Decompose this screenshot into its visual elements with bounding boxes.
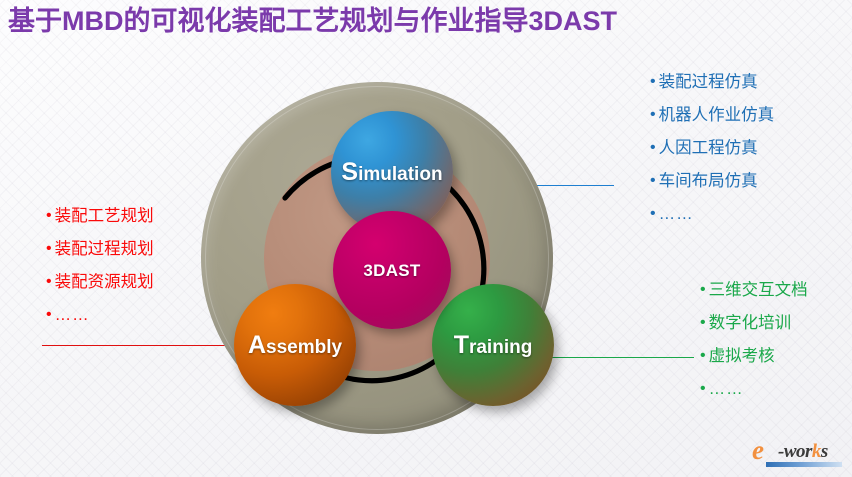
list-item-label: 车间布局仿真 (658, 172, 758, 190)
node-rest: imulation (358, 163, 443, 185)
connector-line-assembly (42, 345, 264, 346)
bullet-icon: • (650, 139, 656, 156)
logo-underbar (766, 462, 842, 467)
logo-works-accent: k (811, 441, 822, 462)
list-item-label: 虚拟考核 (708, 347, 775, 365)
logo-e-letter: e (752, 435, 764, 465)
bullet-icon: • (46, 273, 52, 290)
node-initial: S (341, 157, 359, 186)
node-label-assembly: Assembly (247, 330, 343, 359)
list-item-label: …… (54, 306, 90, 324)
page-title: 基于MBD的可视化装配工艺规划与作业指导3DAST (8, 6, 618, 36)
bullet-list-assembly: •装配工艺规划 •装配过程规划 •装配资源规划 •…… (46, 200, 154, 332)
list-item: •装配资源规划 (46, 266, 154, 299)
connector-line-training (524, 357, 694, 358)
cycle-diagram: Simulation Assembly Training 3DAST (185, 72, 605, 442)
node-initial: T (453, 330, 469, 359)
list-item-label: …… (658, 205, 694, 223)
bullet-list-training: •三维交互文档 •数字化培训 •虚拟考核 •…… (700, 274, 808, 406)
bullet-icon: • (46, 207, 52, 224)
list-item: •虚拟考核 (700, 340, 808, 373)
bullet-icon: • (46, 240, 52, 257)
bullet-icon: • (700, 347, 706, 364)
node-training[interactable]: Training (432, 284, 554, 406)
list-item: •装配工艺规划 (46, 200, 154, 233)
list-item-label: 装配工艺规划 (54, 207, 154, 225)
list-item: •数字化培训 (700, 307, 808, 340)
list-item-label: …… (708, 380, 744, 398)
logo-works-tail: s (820, 441, 828, 462)
node-assembly[interactable]: Assembly (234, 284, 356, 406)
list-item-label: 三维交互文档 (708, 281, 808, 299)
list-item-label: 装配过程仿真 (658, 73, 758, 91)
node-label-simulation: Simulation (341, 157, 443, 186)
list-item-label: 数字化培训 (708, 314, 792, 332)
bullet-icon: • (650, 106, 656, 123)
node-initial: A (247, 330, 266, 359)
bullet-icon: • (46, 306, 52, 323)
list-item-label: 装配资源规划 (54, 273, 154, 291)
center-label: 3DAST (363, 260, 421, 280)
list-item: •三维交互文档 (700, 274, 808, 307)
list-item: •…… (46, 299, 154, 332)
list-item: •机器人作业仿真 (650, 99, 774, 132)
list-item: •装配过程规划 (46, 233, 154, 266)
bullet-icon: • (650, 205, 656, 222)
logo-works-text: -works (778, 440, 828, 464)
bullet-icon: • (700, 314, 706, 331)
list-item: •车间布局仿真 (650, 165, 774, 198)
list-item-label: 人因工程仿真 (658, 139, 758, 157)
eworks-logo: e -works (752, 435, 844, 468)
list-item: •人因工程仿真 (650, 132, 774, 165)
list-item: •…… (700, 373, 808, 406)
bullet-icon: • (700, 281, 706, 298)
bullet-list-simulation: •装配过程仿真 •机器人作业仿真 •人因工程仿真 •车间布局仿真 •…… (650, 66, 774, 231)
bullet-icon: • (650, 172, 656, 189)
node-center-3dast[interactable]: 3DAST (333, 211, 451, 329)
bullet-icon: • (650, 73, 656, 90)
list-item: •…… (650, 198, 774, 231)
logo-works-part: -wor (778, 441, 812, 462)
bullet-icon: • (700, 380, 706, 397)
list-item-label: 装配过程规划 (54, 240, 154, 258)
node-label-training: Training (453, 330, 533, 359)
list-item-label: 机器人作业仿真 (658, 106, 775, 124)
node-rest: ssembly (266, 336, 343, 358)
list-item: •装配过程仿真 (650, 66, 774, 99)
node-rest: raining (468, 336, 533, 358)
